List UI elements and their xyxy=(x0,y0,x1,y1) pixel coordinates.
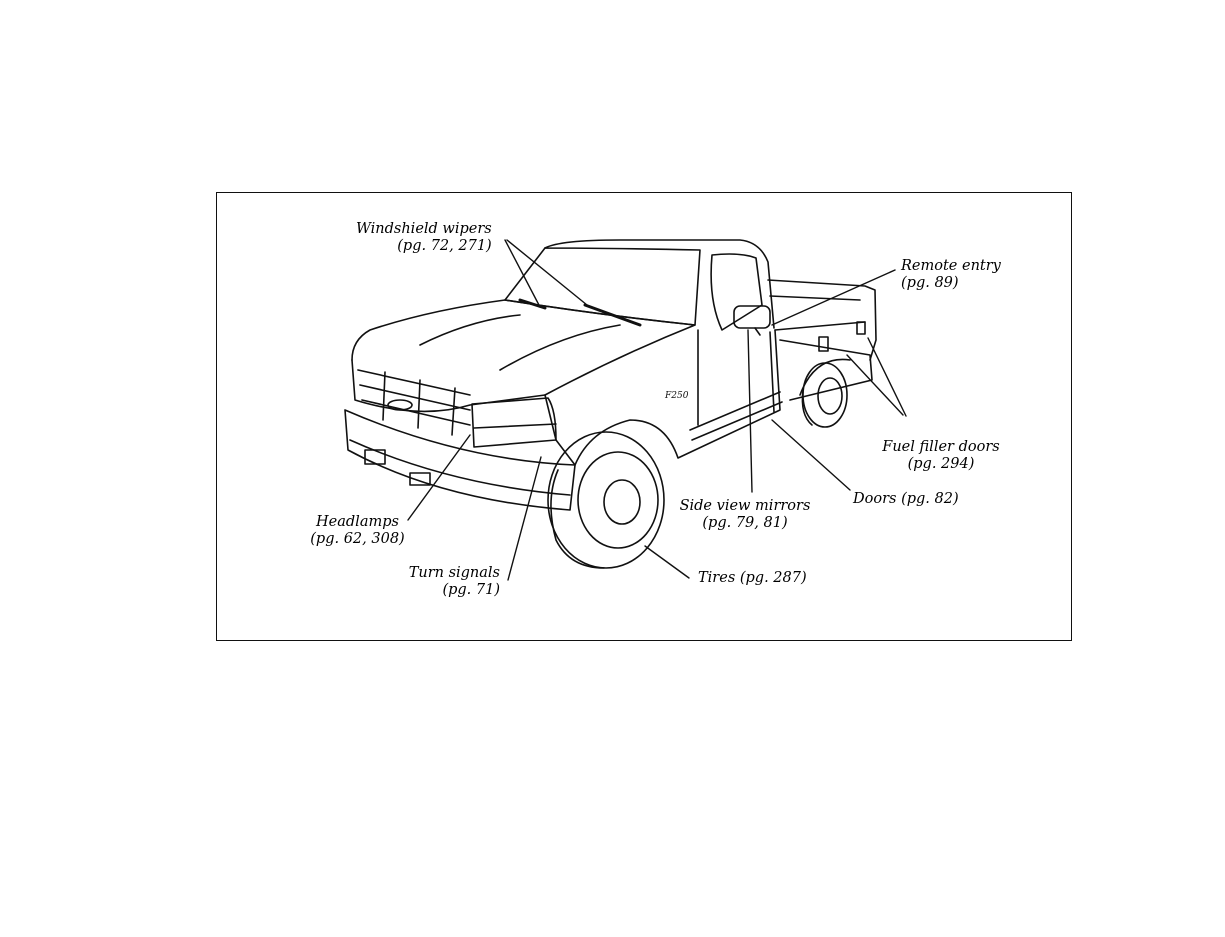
truck-body xyxy=(345,240,876,510)
callout-name: Turn signals xyxy=(400,565,500,582)
truck-badge: F250 xyxy=(664,391,689,401)
callout-tires: Tires (pg. 287) xyxy=(698,570,807,587)
callout-page: (pg. 62, 308) xyxy=(300,531,415,548)
callout-remote-entry: Remote entry (pg. 89) xyxy=(901,258,1001,292)
fuel-filler-door-shapes xyxy=(819,322,865,351)
leader-lines xyxy=(408,240,906,580)
callout-name: Tires (pg. 287) xyxy=(698,570,807,587)
callout-name: Headlamps xyxy=(300,514,415,531)
callout-side-view-mirrors: Side view mirrors (pg. 79, 81) xyxy=(670,498,820,532)
callout-page: (pg. 89) xyxy=(901,275,1001,292)
callout-windshield-wipers: Windshield wipers (pg. 72, 271) xyxy=(356,221,492,255)
callout-name: Windshield wipers xyxy=(356,221,492,238)
callout-headlamps: Headlamps (pg. 62, 308) xyxy=(300,514,415,548)
callout-page: (pg. 294) xyxy=(866,456,1016,473)
callout-turn-signals: Turn signals (pg. 71) xyxy=(400,565,500,599)
callout-name: Side view mirrors xyxy=(670,498,820,515)
callout-doors: Doors (pg. 82) xyxy=(853,491,959,508)
callout-page: (pg. 79, 81) xyxy=(670,515,820,532)
callout-page: (pg. 72, 271) xyxy=(356,238,492,255)
callout-fuel-filler-doors: Fuel filler doors (pg. 294) xyxy=(866,439,1016,473)
callout-name: Fuel filler doors xyxy=(866,439,1016,456)
callout-page: (pg. 71) xyxy=(400,582,500,599)
callout-name: Remote entry xyxy=(901,258,1001,275)
callout-name: Doors (pg. 82) xyxy=(853,491,959,508)
